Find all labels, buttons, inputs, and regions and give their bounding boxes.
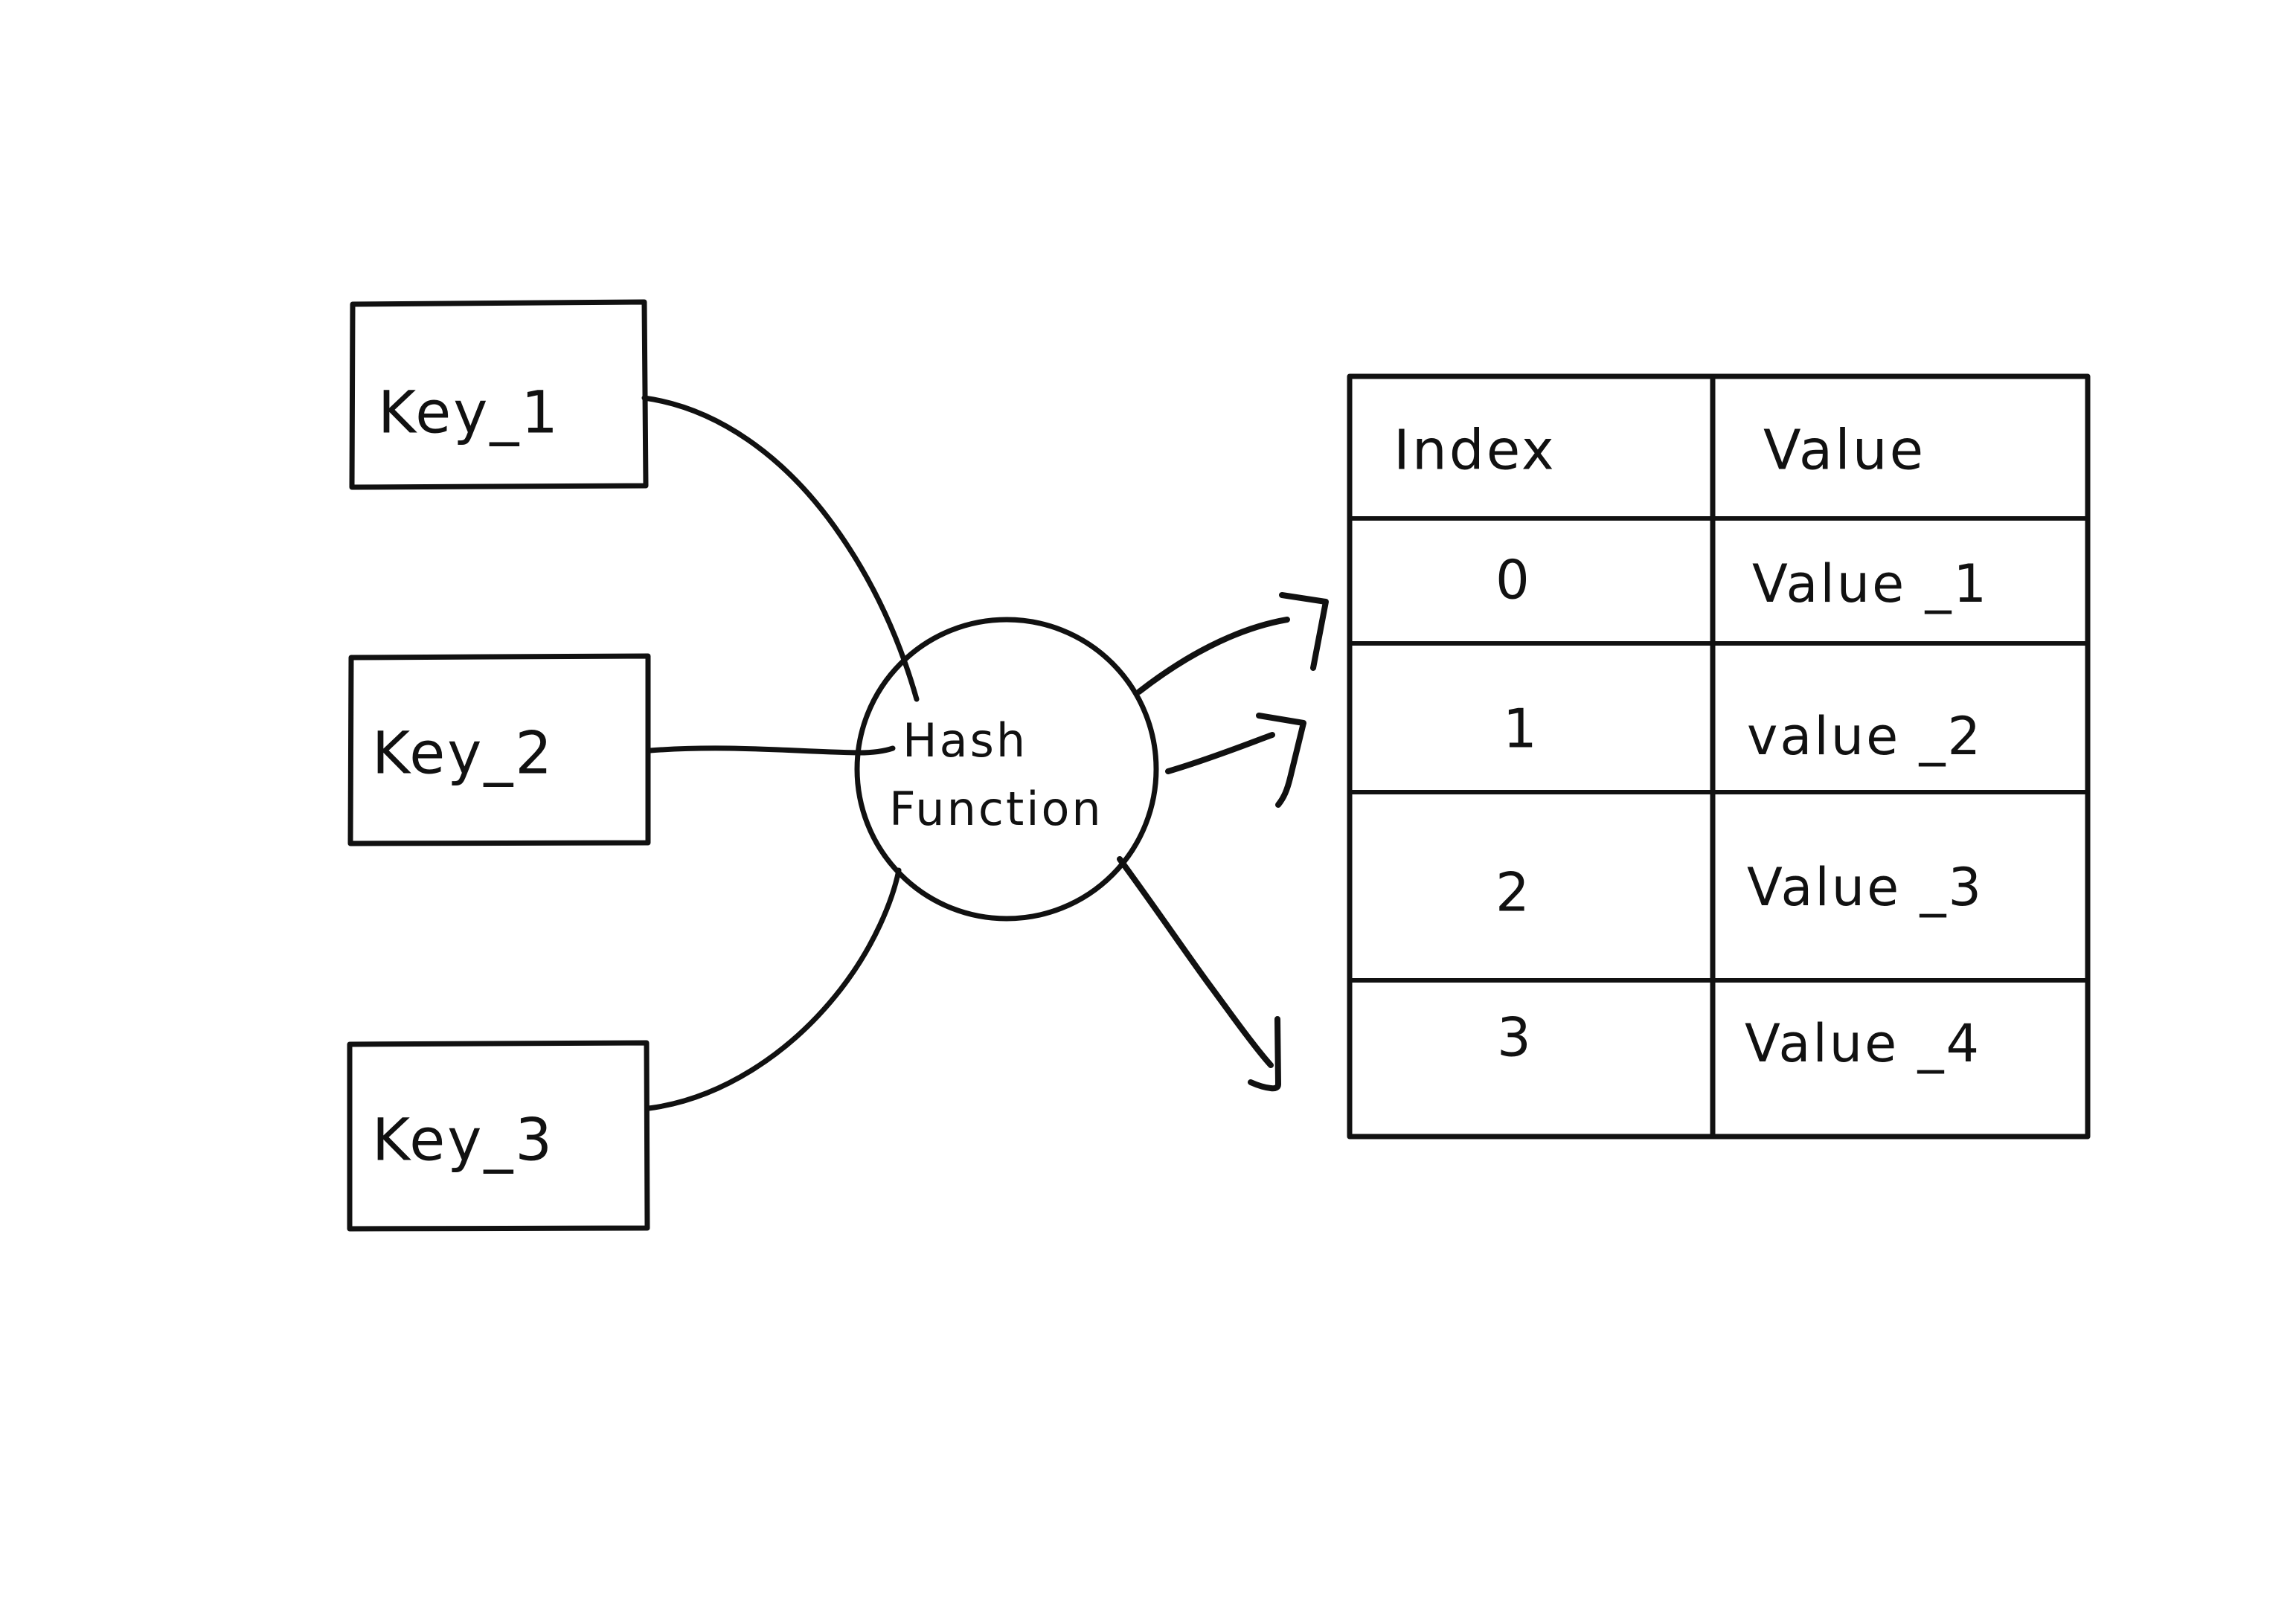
table-header-value: Value — [1763, 419, 1925, 483]
table-row: 3 Value _4 — [1497, 1006, 1981, 1075]
key2-to-hash-connector — [647, 745, 896, 756]
table-cell-index-1: 1 — [1503, 698, 1539, 760]
hash-to-row-0-shaft — [1136, 617, 1290, 695]
hash-to-row-1-arrowhead — [1256, 713, 1306, 808]
hash-function-label-line2: Function — [889, 782, 1103, 836]
table-row: 2 Value _3 — [1495, 857, 1984, 924]
key-box-2[interactable]: Key_2 — [347, 653, 651, 846]
hash-function-circle — [854, 617, 1159, 922]
hash-to-row-3-arrow — [1117, 856, 1281, 1092]
hash-to-row-0-arrowhead — [1279, 592, 1329, 671]
table-header-index: Index — [1394, 419, 1556, 483]
hash-function-label-line1: Hash — [902, 713, 1027, 768]
key-box-2-outline — [347, 653, 651, 846]
key1-to-hash-connector — [641, 395, 920, 702]
table-cell-index-2: 2 — [1495, 861, 1532, 924]
key-box-3[interactable]: Key_3 — [347, 1040, 650, 1232]
hash-to-row-0-arrow — [1136, 592, 1329, 695]
table-cell-value-3: Value _4 — [1745, 1013, 1981, 1074]
key3-to-hash-connector — [646, 867, 902, 1111]
table-cell-value-1: value _2 — [1747, 706, 1983, 767]
table-cell-value-2: Value _3 — [1747, 857, 1984, 918]
key-box-1-label: Key_1 — [378, 379, 560, 446]
key-box-2-label: Key_2 — [372, 720, 554, 787]
hash-to-row-1-shaft — [1165, 732, 1275, 774]
table-row: 1 value _2 — [1503, 698, 1983, 768]
hash-to-row-1-arrow — [1165, 713, 1306, 808]
key-box-3-outline — [347, 1040, 650, 1232]
table-row: 0 Value _1 — [1495, 549, 1989, 615]
hash-function-node[interactable]: Hash Function — [854, 617, 1159, 922]
hash-to-row-3-arrowhead — [1248, 1016, 1281, 1092]
hash-table: Index Value 0 Value _1 1 value _2 2 Valu… — [1347, 373, 2091, 1140]
key-box-1-outline — [349, 299, 649, 490]
table-outline — [1347, 373, 2091, 1140]
table-cell-index-3: 3 — [1497, 1006, 1533, 1069]
table-cell-value-0: Value _1 — [1752, 553, 1989, 614]
hash-to-row-3-shaft — [1117, 856, 1274, 1068]
key-box-3-label: Key_3 — [372, 1107, 554, 1174]
table-cell-index-0: 0 — [1495, 549, 1532, 611]
key-box-1[interactable]: Key_1 — [349, 299, 649, 490]
